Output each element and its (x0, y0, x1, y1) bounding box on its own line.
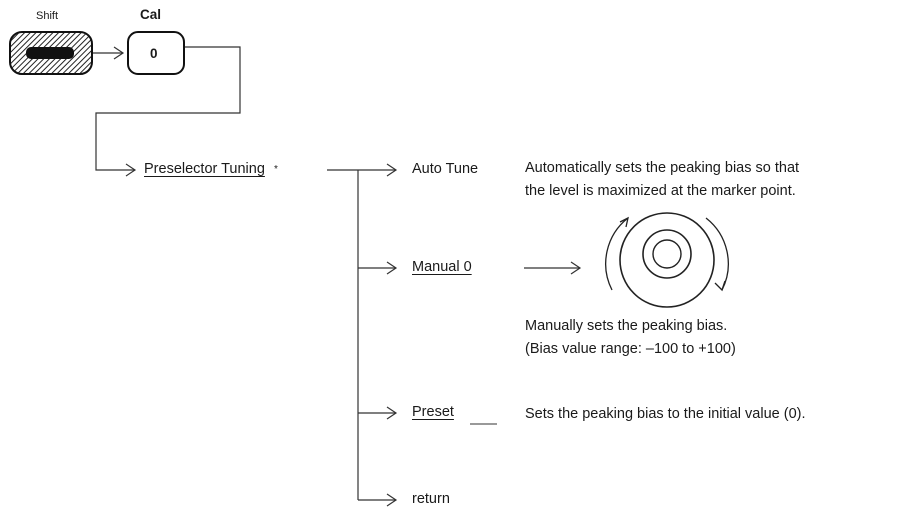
branch-manual (358, 261, 398, 275)
menu-item-manual-0[interactable]: Manual 0 (412, 259, 472, 275)
branch-preset (358, 406, 398, 420)
menu-title-text: Preselector Tuning (144, 161, 265, 177)
branch-return (358, 493, 398, 507)
auto-tune-description-line-2: the level is maximized at the marker poi… (525, 183, 796, 199)
manual-description-line-2: (Bias value range: –100 to +100) (525, 341, 736, 357)
arrowhead-auto-tune (386, 163, 398, 177)
cal-key-label: Cal (140, 7, 162, 22)
rotary-knob-icon (605, 212, 729, 308)
shift-key-icon (26, 47, 74, 59)
menu-item-return[interactable]: return (412, 491, 450, 507)
menu-item-preset[interactable]: Preset (412, 404, 454, 420)
cal-key-value: 0 (150, 46, 158, 61)
cal-key[interactable] (127, 31, 185, 75)
arrow-shift-to-cal (93, 46, 125, 60)
shift-key-label: Shift (36, 10, 59, 22)
preset-description: Sets the peaking bias to the initial val… (525, 406, 806, 422)
arrowhead-to-menu (125, 163, 137, 177)
manual-description-line-1: Manually sets the peaking bias. (525, 318, 728, 334)
menu-title-asterisk: * (273, 164, 278, 175)
arrow-manual-to-knob (524, 261, 582, 275)
menu-item-auto-tune[interactable]: Auto Tune (412, 161, 479, 177)
auto-tune-description-line-1: Automatically sets the peaking bias so t… (525, 160, 800, 176)
connector-cal-to-menu (95, 46, 241, 171)
shift-key[interactable] (9, 31, 93, 75)
menu-title[interactable]: Preselector Tuning * (144, 161, 278, 178)
